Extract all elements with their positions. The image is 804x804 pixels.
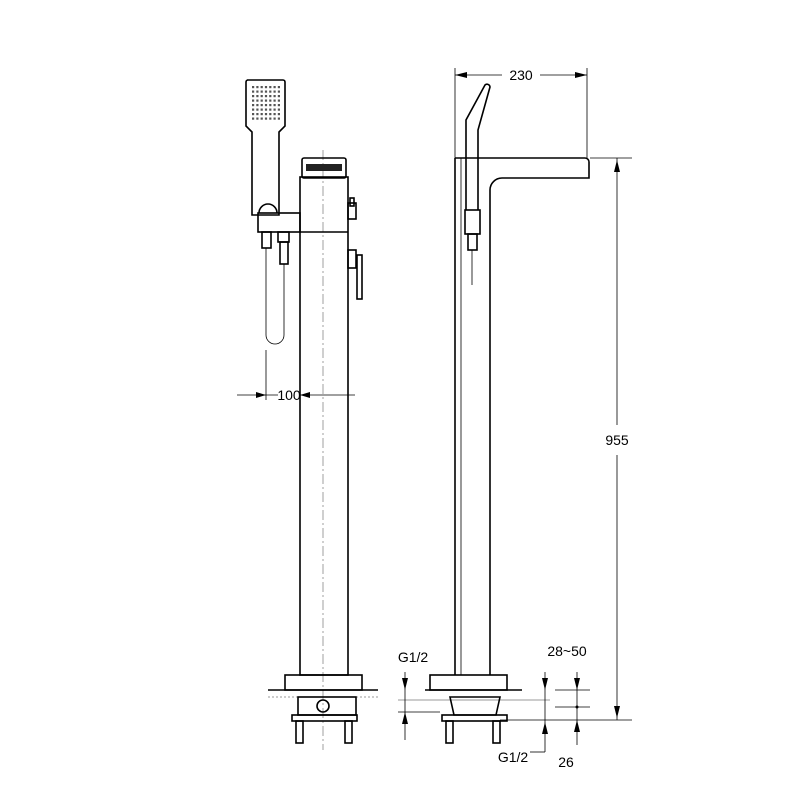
dim-g12-left-label: G1/2 [398, 649, 429, 665]
spray-nozzle [252, 99, 255, 102]
spray-nozzle [256, 117, 259, 120]
dim-230-label: 230 [509, 67, 533, 83]
spray-nozzle [260, 108, 263, 111]
inlet-port [316, 699, 330, 713]
spray-nozzle [264, 90, 268, 93]
spray-nozzle [260, 117, 263, 120]
spray-nozzle [252, 104, 255, 107]
bolt [492, 720, 501, 744]
hose-connector [279, 241, 289, 265]
spray-nozzle [277, 113, 280, 116]
spray-nozzle [260, 95, 263, 98]
mixer-lever [356, 254, 363, 300]
spray-nozzle [260, 86, 263, 89]
spray-nozzle [256, 86, 259, 89]
bolt [445, 720, 454, 744]
spray-nozzle [277, 86, 280, 89]
spray-nozzle [260, 104, 263, 107]
spray-nozzle [273, 113, 276, 116]
spray-nozzle [269, 99, 272, 102]
spray-nozzle [277, 99, 280, 102]
spray-nozzle [273, 104, 276, 107]
spray-nozzle [264, 113, 268, 116]
mounting-plate [291, 714, 358, 722]
base-plate [284, 674, 363, 691]
holder-dome [258, 203, 278, 214]
dim-28-50-label: 28~50 [547, 643, 587, 659]
spray-nozzle [269, 104, 272, 107]
hose [265, 248, 285, 345]
spray-nozzle [269, 95, 272, 98]
bolt [344, 720, 353, 744]
spray-nozzle [273, 99, 276, 102]
spray-nozzles-icon: (function(){var s=document.currentScript… [252, 86, 280, 120]
diverter-knob [347, 202, 357, 220]
side-view: 230 955 G1/2 28~50 G1/2 26 [398, 67, 632, 770]
spray-nozzle [277, 117, 280, 120]
spray-nozzle [252, 95, 255, 98]
spray-nozzle [273, 117, 276, 120]
spray-nozzle [264, 95, 268, 98]
spray-nozzle [256, 99, 259, 102]
spray-nozzle [273, 95, 276, 98]
spray-nozzle [256, 108, 259, 111]
spray-nozzle [256, 113, 259, 116]
dim-100-label: 100 [277, 387, 301, 403]
spray-nozzle [264, 108, 268, 111]
spray-nozzle [264, 117, 268, 120]
spray-nozzle [273, 90, 276, 93]
spray-nozzle [252, 117, 255, 120]
aerator [306, 164, 342, 171]
hand-shower-side [465, 83, 491, 210]
spray-nozzle [277, 104, 280, 107]
spray-nozzle [277, 90, 280, 93]
spray-nozzle [252, 108, 255, 111]
column [299, 176, 349, 676]
spray-nozzle [260, 90, 263, 93]
nozzle-left [261, 231, 272, 249]
spray-nozzle [269, 108, 272, 111]
spray-nozzle [264, 86, 268, 89]
spray-nozzle [256, 95, 259, 98]
spray-nozzle [260, 99, 263, 102]
hose-connector-side [464, 209, 481, 235]
spray-nozzle [252, 90, 255, 93]
spray-nozzle [256, 90, 259, 93]
spray-nozzle [273, 108, 276, 111]
bolt [295, 720, 304, 744]
dim-26-label: 26 [558, 754, 574, 770]
spray-nozzle [264, 104, 268, 107]
dim-g12-right-label: G1/2 [498, 749, 529, 765]
mounting-body [297, 696, 357, 716]
dim-955-label: 955 [605, 432, 629, 448]
spray-nozzle [269, 86, 272, 89]
base-plate-side [429, 674, 508, 691]
spray-nozzle [252, 113, 255, 116]
spray-nozzle [264, 99, 268, 102]
mixer-lever-base [347, 249, 357, 269]
spray-nozzle [277, 95, 280, 98]
spray-nozzle [256, 104, 259, 107]
spray-nozzle [269, 90, 272, 93]
spout [455, 157, 590, 191]
spray-nozzle [260, 113, 263, 116]
spray-nozzle [273, 86, 276, 89]
spray-nozzle [252, 86, 255, 89]
spray-nozzle [269, 117, 272, 120]
spout-cap [301, 157, 347, 179]
hand-shower [245, 79, 286, 216]
spray-nozzle [277, 108, 280, 111]
spray-nozzle [269, 113, 272, 116]
holder-arm [257, 212, 301, 233]
front-view: (function(){var s=document.currentScript… [237, 79, 378, 750]
